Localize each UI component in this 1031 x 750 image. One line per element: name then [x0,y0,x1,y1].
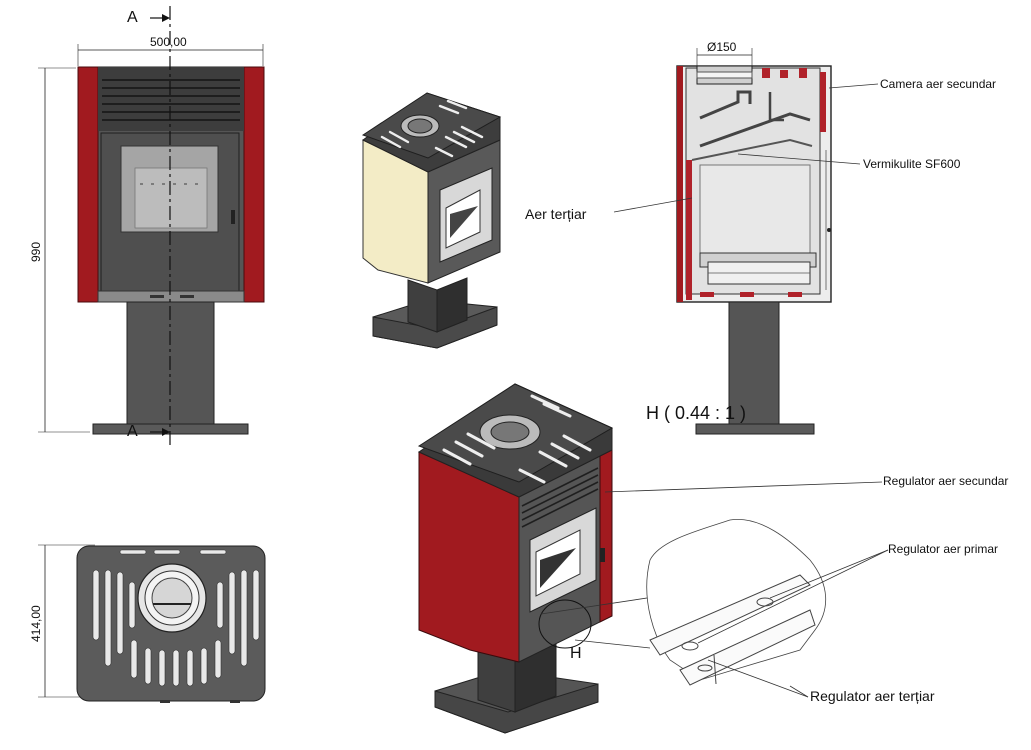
section-view [613,48,879,435]
top-view [38,544,266,703]
isometric-red-view [417,383,883,734]
firebox [699,164,811,254]
isometric-cream-view [361,92,502,349]
callout-tertiary-air: Aer terțiar [525,206,587,222]
detail-scale-caption: H ( 0.44 : 1 ) [646,403,747,423]
callout-vermiculite: Vermikulite SF600 [863,157,961,171]
height-dimension-label: 990 [29,241,43,262]
detail-h-view [646,518,889,698]
callout-secondary-air-chamber: Camera aer secundar [880,77,997,91]
callout-tertiary-air-regulator: Regulator aer terțiar [810,688,935,704]
detail-marker: H [570,645,582,662]
right-side-panel [243,66,265,303]
section-marker-top: A [127,9,138,26]
depth-dimension-label: 414,00 [29,605,43,642]
width-dimension-label: 500,00 [150,35,187,49]
left-side-panel [77,66,99,303]
detail-h-circle [538,599,592,649]
flue-diameter-label: Ø150 [707,40,737,54]
section-marker-bottom: A [127,423,138,440]
callout-primary-air-regulator: Regulator aer primar [888,542,999,556]
front-view [38,6,265,445]
callout-secondary-air-regulator: Regulator aer secundar [883,474,1009,488]
